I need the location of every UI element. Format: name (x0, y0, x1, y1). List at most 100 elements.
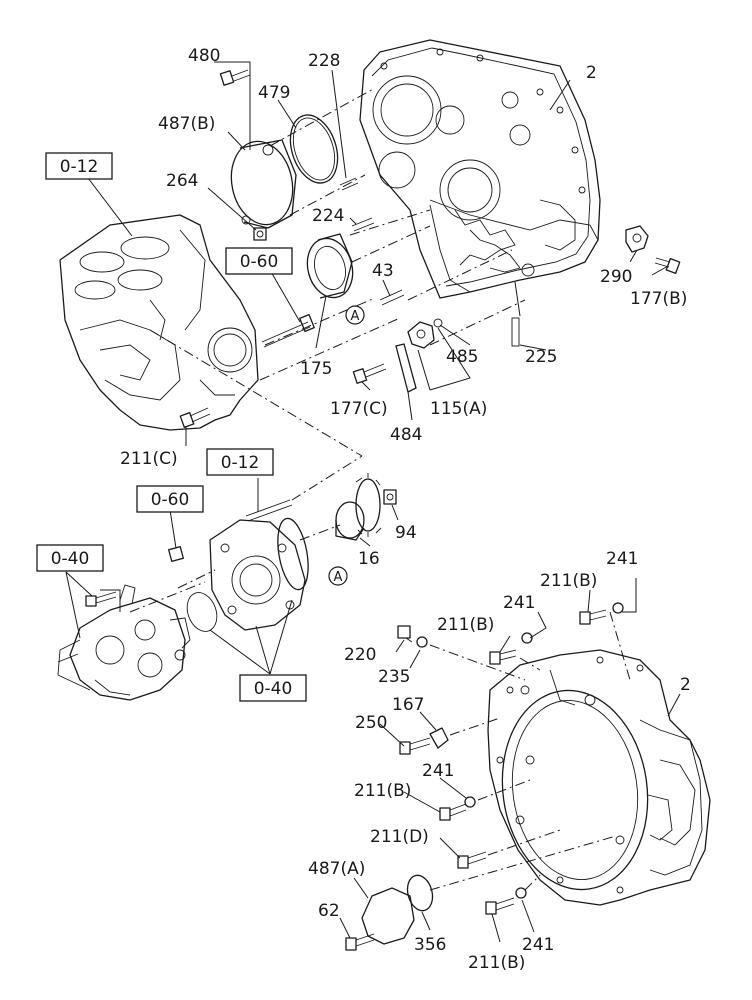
bolt-480 (219, 69, 251, 86)
label-211b-c: 211(B) (354, 781, 411, 801)
o-ring-485 (433, 318, 443, 328)
part-labels: 480 479 228 2 487(B) 264 224 290 177(B) … (120, 46, 691, 973)
washer-241-c (464, 796, 476, 808)
label-241-c: 241 (422, 761, 454, 781)
plug-220 (397, 625, 413, 643)
ref-label: 0-60 (240, 252, 279, 272)
bolt-211b-b (489, 649, 517, 665)
stud-0-12-mid (245, 499, 293, 522)
label-177b: 177(B) (630, 289, 687, 309)
svg-text:A: A (351, 309, 360, 324)
stud-228 (339, 177, 359, 191)
marker-a-top: A (345, 305, 365, 325)
label-167: 167 (392, 695, 424, 715)
bolt-211b-d (485, 897, 515, 915)
marker-a-mid: A (328, 566, 348, 586)
label-290: 290 (600, 267, 632, 287)
washer-241-d (515, 887, 527, 899)
label-264: 264 (166, 171, 198, 191)
bracket-484 (395, 343, 417, 393)
gasket-ring (186, 592, 218, 632)
o-ring-479 (289, 114, 339, 184)
ref-box-0-60-mid: 0-60 (136, 485, 204, 513)
label-241-b: 241 (503, 593, 535, 613)
pin-43 (379, 289, 405, 306)
label-487b: 487(B) (158, 114, 215, 134)
nut-94 (383, 489, 397, 505)
bolt-211c (179, 407, 211, 428)
label-211b-a: 211(B) (540, 571, 597, 591)
bolt-211b-a (579, 609, 607, 625)
label-211b-b: 211(B) (437, 615, 494, 635)
bolt-211d (457, 851, 487, 869)
cover-487b (230, 139, 297, 229)
label-2-bottom: 2 (680, 675, 691, 695)
washer-235 (416, 636, 428, 648)
label-16: 16 (358, 549, 380, 569)
bolt-211b-c (439, 803, 467, 821)
ref-label: 0-40 (51, 549, 90, 569)
ref-box-0-40-left: 0-40 (36, 544, 104, 572)
ref-box-0-60-top: 0-60 (225, 247, 293, 275)
bolt-250 (399, 737, 431, 755)
ref-label: 0-60 (151, 490, 190, 510)
label-211c: 211(C) (120, 449, 178, 469)
label-177c: 177(C) (330, 399, 388, 419)
cover-487a (361, 887, 415, 945)
label-241-a: 241 (606, 549, 638, 569)
label-62: 62 (318, 901, 340, 921)
washer-241-a (612, 602, 624, 614)
long-bolt-0-60 (261, 313, 315, 348)
label-2-top: 2 (586, 63, 597, 83)
nut-264 (253, 227, 267, 241)
ref-box-0-12-top: 0-12 (45, 152, 113, 180)
bracket-290 (625, 225, 649, 253)
label-211d: 211(D) (370, 827, 429, 847)
label-484: 484 (390, 425, 422, 445)
label-485: 485 (446, 347, 478, 367)
label-228: 228 (308, 51, 340, 71)
bolt-pump (85, 591, 117, 607)
label-225: 225 (525, 347, 557, 367)
label-235: 235 (378, 667, 410, 687)
label-480: 480 (188, 46, 220, 66)
dowel-225 (511, 317, 520, 347)
sensor-115a (407, 321, 435, 349)
washer-241-b (521, 632, 533, 644)
gear-16 (335, 473, 382, 541)
cylinder-block (59, 214, 259, 431)
bolt-177c (352, 363, 387, 384)
label-220: 220 (344, 645, 376, 665)
svg-text:A: A (334, 570, 343, 585)
label-224: 224 (312, 206, 344, 226)
ref-box-0-40-bottom: 0-40 (239, 674, 307, 702)
oil-seal-175 (306, 233, 354, 299)
label-115a: 115(A) (430, 399, 487, 419)
label-94: 94 (395, 523, 417, 543)
o-ring-479-inner (292, 117, 336, 181)
ref-box-0-12-mid: 0-12 (206, 448, 274, 476)
ref-label: 0-12 (221, 453, 260, 473)
o-ring-plate (277, 517, 309, 591)
flywheel-housing-lower (487, 649, 711, 906)
label-175: 175 (300, 359, 332, 379)
label-479: 479 (258, 83, 290, 103)
ref-label: 0-12 (60, 157, 99, 177)
flywheel-housing-upper (359, 39, 601, 299)
ref-label: 0-40 (254, 679, 293, 699)
label-211b-d: 211(B) (468, 953, 525, 973)
pump-bracket-plate (209, 519, 306, 631)
leader-lines (65, 61, 681, 943)
plug-167 (429, 727, 449, 749)
injection-pump (57, 584, 191, 701)
stud-224 (351, 217, 375, 232)
label-250: 250 (355, 713, 387, 733)
label-356: 356 (414, 935, 446, 955)
label-43: 43 (372, 261, 394, 281)
assembly-lines (129, 87, 631, 891)
o-ring-356 (406, 874, 434, 912)
nut-0-60-mid (168, 546, 184, 562)
label-241-d: 241 (522, 935, 554, 955)
bolt-62 (345, 933, 375, 951)
